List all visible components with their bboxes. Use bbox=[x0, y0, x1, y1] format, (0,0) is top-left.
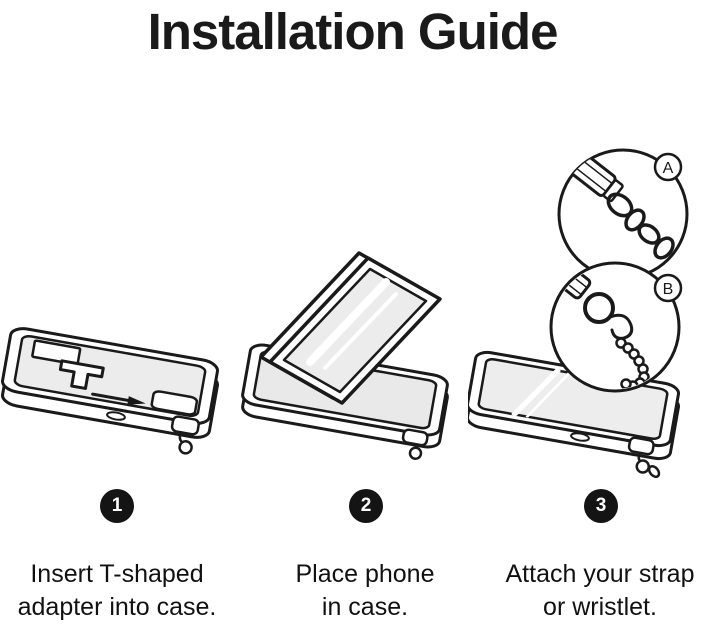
callout-b-label: B bbox=[663, 281, 674, 298]
phone-illustration bbox=[259, 251, 442, 405]
screen-gloss bbox=[511, 368, 561, 417]
caption-line: Attach your strap bbox=[505, 560, 695, 588]
callout-a-badge bbox=[653, 152, 683, 182]
caption-line: or wristlet. bbox=[543, 593, 657, 621]
arrowhead-icon bbox=[127, 396, 146, 405]
arrow-icon bbox=[93, 394, 128, 400]
case-top bbox=[1, 326, 219, 425]
step-2-illustration bbox=[240, 251, 468, 460]
cord-loop-icon bbox=[608, 313, 634, 340]
adapter-slot bbox=[151, 390, 197, 415]
chain-links-icon bbox=[606, 192, 675, 260]
label-sticker bbox=[32, 340, 80, 364]
port-oval bbox=[106, 411, 126, 421]
screen-gloss bbox=[323, 292, 398, 370]
step-2-caption: Place phone in case. bbox=[248, 558, 482, 624]
step-1-badge: 1 bbox=[100, 489, 134, 523]
caption-line: Insert T-shaped bbox=[30, 560, 204, 588]
bead-chain-icon bbox=[615, 337, 650, 389]
step-3-caption: Attach your strap or wristlet. bbox=[483, 558, 705, 624]
step-3-illustration: A bbox=[468, 148, 689, 479]
caption-line: adapter into case. bbox=[17, 593, 217, 621]
d-ring-icon bbox=[583, 292, 615, 324]
page-title: Installation Guide bbox=[147, 3, 559, 60]
strap-connector-icon bbox=[627, 436, 661, 479]
caption-line: in case. bbox=[321, 593, 409, 621]
port-oval bbox=[570, 432, 590, 442]
t-adapter-icon bbox=[58, 361, 103, 391]
caption-line: Place phone bbox=[295, 560, 435, 588]
callout-a: A bbox=[557, 148, 689, 280]
screen-gloss bbox=[525, 371, 571, 418]
screen-gloss bbox=[306, 278, 390, 366]
phone-in-case bbox=[468, 350, 680, 448]
step-1-caption: Insert T-shaped adapter into case. bbox=[0, 558, 234, 624]
callout-a-label: A bbox=[663, 160, 674, 177]
strap-connector-icon bbox=[401, 428, 429, 460]
step-2-badge: 2 bbox=[349, 489, 383, 523]
step-3-badge: 3 bbox=[584, 489, 618, 523]
strap-connector-icon bbox=[170, 415, 200, 455]
callout-b-badge bbox=[653, 273, 683, 303]
step-1-illustration bbox=[0, 298, 235, 455]
